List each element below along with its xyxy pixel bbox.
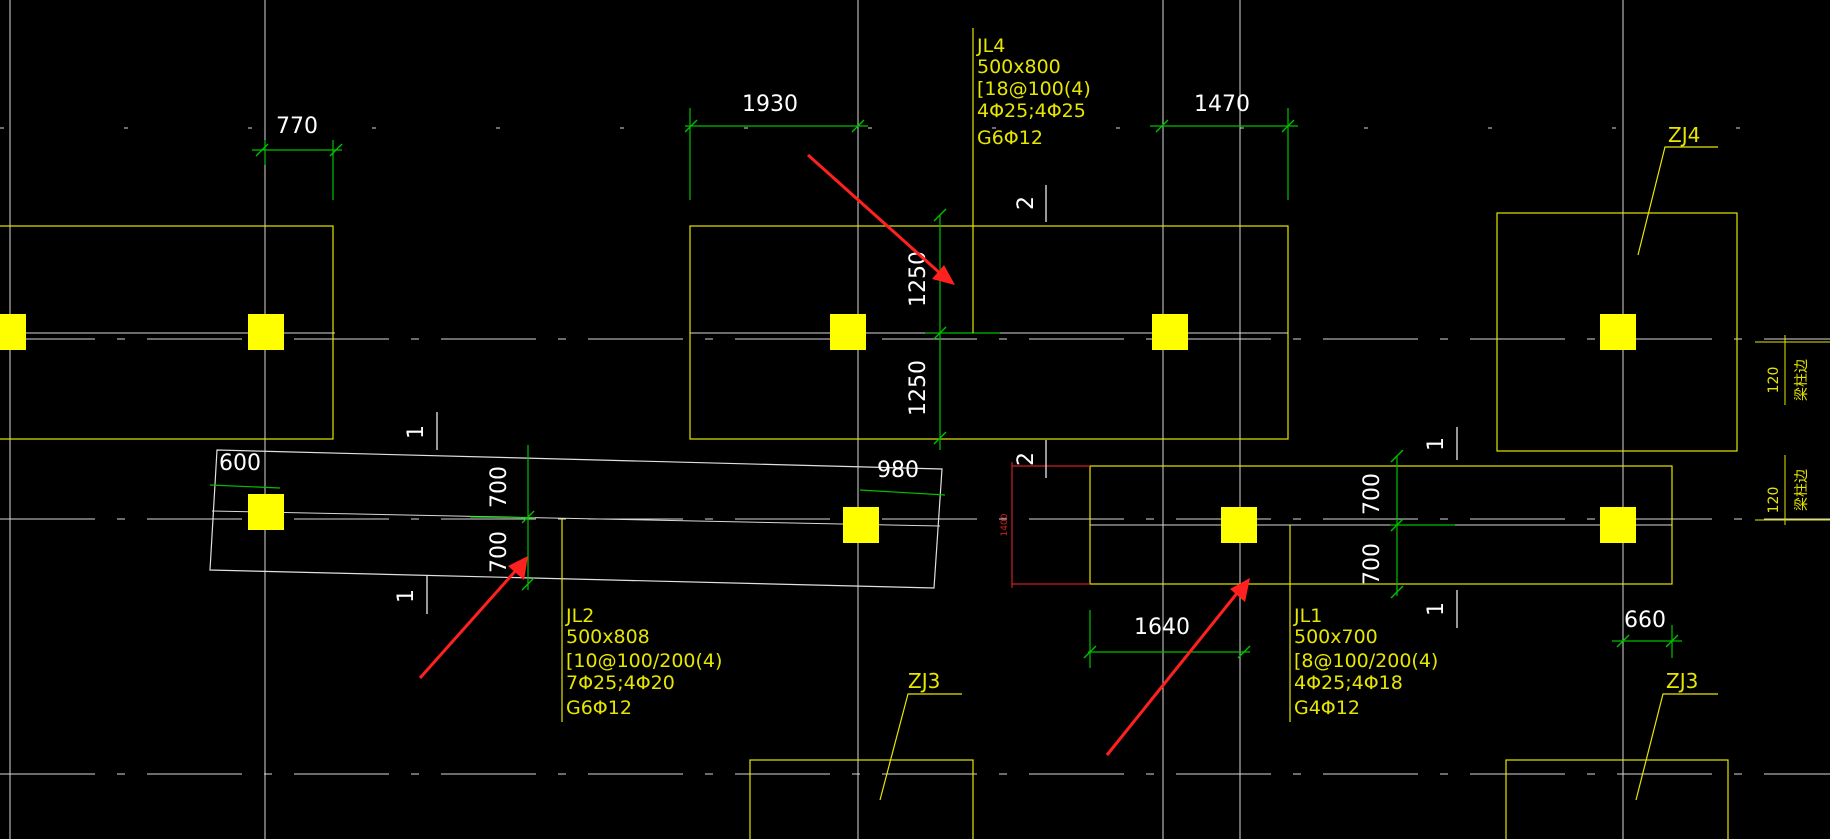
jl1-side: G4Φ12 — [1294, 697, 1360, 719]
section-2-top: 2 — [1014, 196, 1039, 210]
red-dimension-1400 — [1011, 462, 1090, 588]
jl2-size: 500x808 — [566, 626, 650, 648]
dim-1250-bottom-label: 1250 — [906, 360, 931, 416]
red-dim-1400-label: 1400 — [1000, 513, 1010, 536]
jl1-size: 500x700 — [1294, 626, 1378, 648]
side-note-text-bottom: 梁柱边 — [1794, 469, 1810, 511]
jl2-stirrup: [10@100/200(4) — [566, 650, 722, 672]
dim-700-d-label: 700 — [1360, 543, 1385, 585]
beam-label-jl2: JL2 500x808 [10@100/200(4) 7Φ25;4Φ20 G6Φ… — [565, 605, 722, 719]
tag-zj3-right: ZJ3 — [1666, 669, 1698, 693]
jl1-stirrup: [8@100/200(4) — [1294, 650, 1438, 672]
jl1-name: JL1 — [1293, 605, 1322, 627]
section-1-b: 1 — [394, 589, 419, 603]
footing-zj4 — [1496, 212, 1738, 452]
footing-jl2-rotated — [209, 449, 943, 589]
column-7 — [843, 507, 879, 543]
dim-ext — [469, 516, 536, 519]
side-note-text-top: 梁柱边 — [1794, 359, 1810, 401]
side-note-texts: 120 梁柱边 120 梁柱边 — [1766, 359, 1810, 513]
dim-line-600 — [209, 484, 281, 489]
beam-label-jl4: JL4 500x800 [18@100(4) 4Φ25;4Φ25 G6Φ12 — [976, 35, 1091, 149]
dim-660-label: 660 — [1624, 608, 1666, 633]
section-1-a: 1 — [404, 425, 429, 439]
jl4-stirrup: [18@100(4) — [977, 78, 1091, 100]
column-3 — [830, 314, 866, 350]
column-8 — [1221, 507, 1257, 543]
dim-700-a-label: 700 — [487, 466, 512, 508]
dim-1640-label: 1640 — [1134, 615, 1190, 640]
dim-600-label: 600 — [219, 451, 261, 476]
jl4-side: G6Φ12 — [977, 127, 1043, 149]
dim-1250-top-label: 1250 — [906, 251, 931, 307]
beam-centerlines — [0, 332, 1672, 527]
red-arrows — [418, 153, 1250, 756]
jl1-rebar: 4Φ25;4Φ18 — [1294, 672, 1403, 694]
beam-leaders — [561, 28, 1291, 722]
jl4-size: 500x800 — [977, 56, 1061, 78]
column-1 — [0, 314, 26, 350]
section-mark-texts: 2 2 1 1 1 1 — [394, 196, 1449, 616]
red-arrow-right — [1105, 578, 1250, 756]
dimension-texts: 770 1930 1470 1250 1250 600 980 700 700 … — [219, 92, 1666, 640]
jl2-side: G6Φ12 — [566, 697, 632, 719]
column-4 — [1152, 314, 1188, 350]
red-arrow-top — [806, 153, 955, 285]
jl4-rebar: 4Φ25;4Φ25 — [977, 100, 1086, 122]
footing-zj3-left — [749, 759, 974, 839]
jl2-name: JL2 — [565, 605, 594, 627]
dimension-ticks — [255, 119, 1679, 659]
column-6 — [248, 494, 284, 530]
dim-770-label: 770 — [276, 114, 318, 139]
dim-980-label: 980 — [877, 458, 919, 483]
red-arrow-left — [418, 556, 528, 679]
jl2-rebar: 7Φ25;4Φ20 — [566, 672, 675, 694]
section-1-d: 1 — [1424, 602, 1449, 616]
column-5 — [1600, 314, 1636, 350]
section-1-c: 1 — [1424, 437, 1449, 451]
dim-1930-label: 1930 — [742, 92, 798, 117]
beam-label-jl1: JL1 500x700 [8@100/200(4) 4Φ25;4Φ18 G4Φ1… — [1293, 605, 1438, 719]
side-note-120-bottom: 120 — [1766, 487, 1782, 514]
footing-zj3-right — [1505, 759, 1729, 839]
footing-tag-leaders — [879, 146, 1718, 801]
dim-1470-label: 1470 — [1194, 92, 1250, 117]
column-2 — [248, 314, 284, 350]
section-marks — [426, 185, 1458, 628]
section-2-bottom: 2 — [1014, 452, 1039, 466]
dim-line-980 — [859, 489, 946, 496]
tag-zj4: ZJ4 — [1668, 123, 1700, 147]
jl4-name: JL4 — [976, 35, 1005, 57]
beam-line-jl2 — [211, 510, 941, 527]
dim-700-c-label: 700 — [1360, 473, 1385, 515]
tag-zj3-left: ZJ3 — [908, 669, 940, 693]
column-9 — [1600, 507, 1636, 543]
columns — [0, 314, 1636, 543]
footing-tag-texts: ZJ4 ZJ3 ZJ3 — [908, 123, 1700, 693]
side-notes — [1755, 335, 1830, 525]
dim-700-b-label: 700 — [487, 531, 512, 573]
side-note-120-top: 120 — [1766, 367, 1782, 394]
